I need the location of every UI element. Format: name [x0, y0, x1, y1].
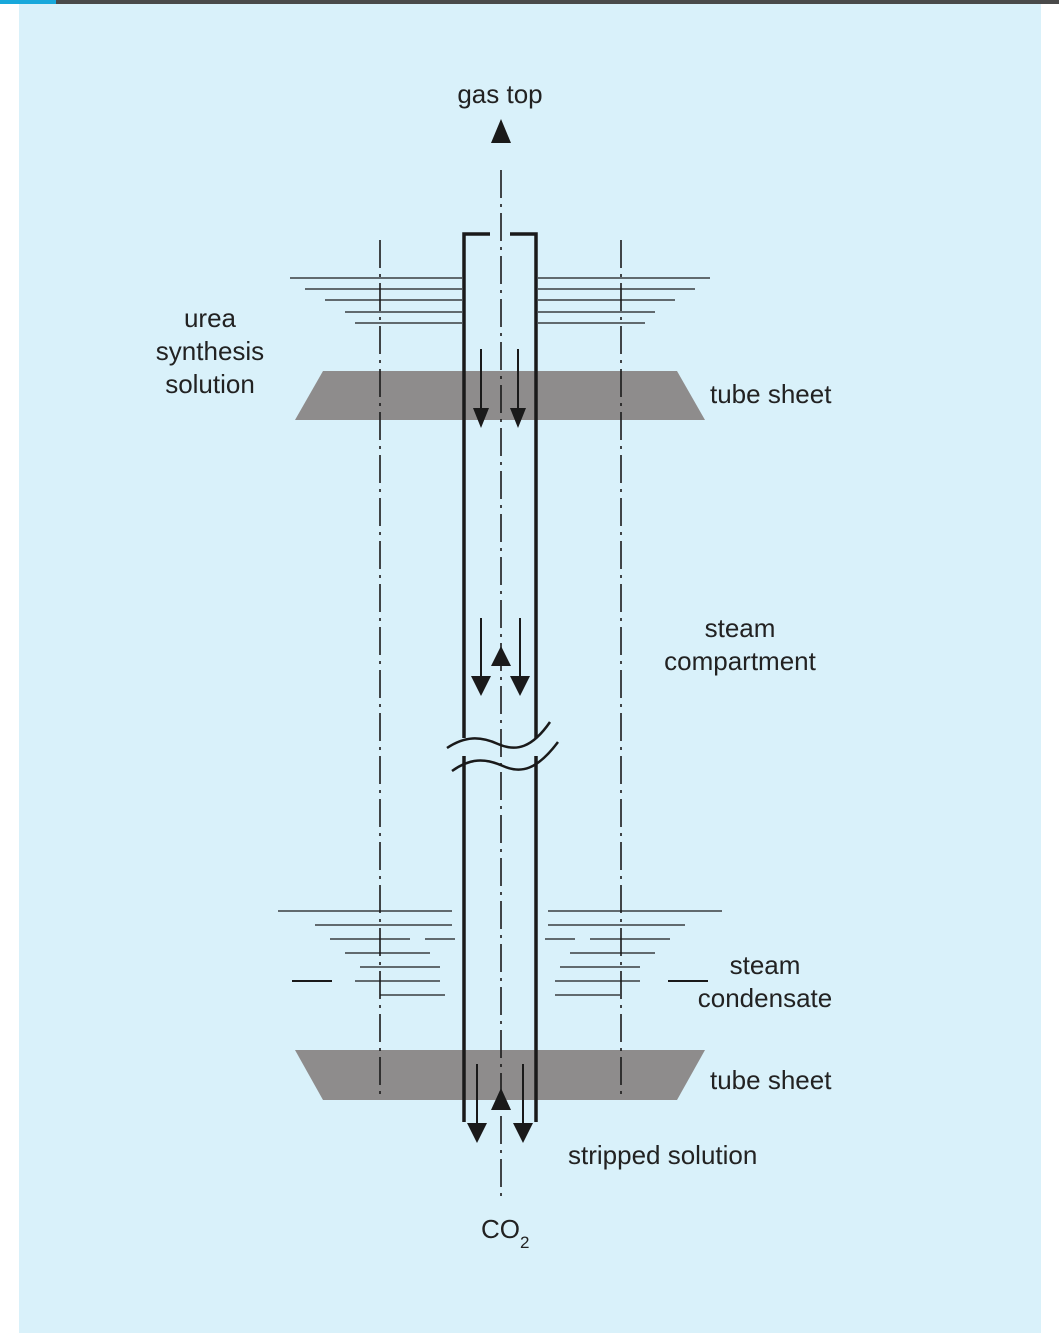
gas-top-arrow [491, 119, 511, 143]
label-steam-condensate-line1: steam [730, 950, 801, 980]
label-tube-sheet-bottom: tube sheet [710, 1065, 832, 1095]
neighbour-centerlines [379, 240, 622, 1100]
header-accent-bar [0, 0, 56, 4]
liquid-level-top [290, 277, 710, 324]
stripped-solution-arrow-right [513, 1123, 533, 1143]
label-steam-compartment-line1: steam [705, 613, 776, 643]
label-steam-compartment-line2: compartment [664, 646, 816, 676]
diagram-panel [19, 4, 1041, 1333]
liquid-down-arrow-left-mid [471, 676, 491, 696]
liquid-down-arrow-right-top [510, 408, 526, 428]
liquid-down-arrow-left-top [473, 408, 489, 428]
label-co2-subscript: 2 [520, 1233, 529, 1252]
label-gas-top: gas top [457, 79, 542, 109]
label-steam-condensate-line2: condensate [698, 983, 832, 1013]
header-rule [56, 0, 1059, 4]
gas-up-arrow-mid [491, 646, 511, 666]
label-tube-sheet-top: tube sheet [710, 379, 832, 409]
label-co2: CO2 [481, 1214, 529, 1252]
stripper-tube-walls [462, 232, 538, 1122]
label-urea-line1: urea [184, 303, 237, 333]
stripped-solution-arrow-left [467, 1123, 487, 1143]
liquid-down-arrow-right-mid [510, 676, 530, 696]
tube-sheet-top [295, 371, 705, 420]
label-co2-main: CO [481, 1214, 520, 1244]
co2-up-arrow [491, 1088, 511, 1110]
liquid-level-bottom [278, 910, 722, 996]
tube-break-marks [446, 721, 559, 773]
label-urea-line3: solution [165, 369, 255, 399]
tube-sheet-bottom [295, 1050, 705, 1100]
flow-arrows [467, 119, 533, 1143]
label-stripped-solution: stripped solution [568, 1140, 757, 1170]
label-urea-line2: synthesis [156, 336, 264, 366]
